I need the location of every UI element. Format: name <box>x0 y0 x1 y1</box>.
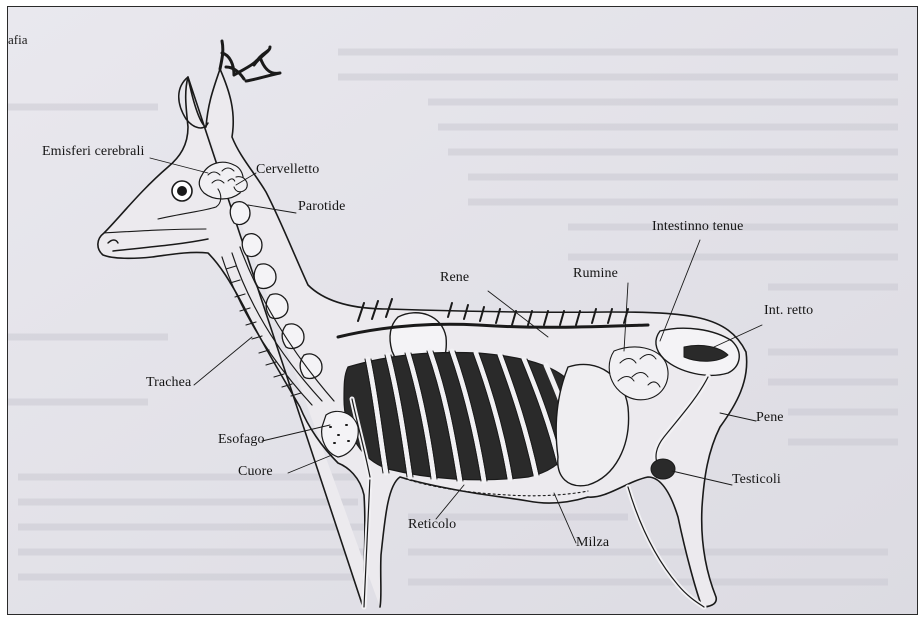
label-parotide: Parotide <box>298 200 345 214</box>
label-esofago: Esofago <box>218 433 265 447</box>
label-trachea: Trachea <box>146 376 191 390</box>
label-milza: Milza <box>576 536 609 550</box>
label-rumine: Rumine <box>573 267 618 281</box>
label-cuore: Cuore <box>238 465 273 479</box>
antler <box>220 41 280 81</box>
label-rene: Rene <box>440 271 469 285</box>
label-cervelletto: Cervelletto <box>256 163 319 177</box>
label-emisferi-cerebrali: Emisferi cerebrali <box>42 145 144 159</box>
testicle <box>651 459 675 479</box>
label-reticolo: Reticolo <box>408 518 456 532</box>
figure-frame: afia <box>7 6 918 615</box>
label-int-retto: Int. retto <box>764 304 813 318</box>
label-intestino-tenue: Intestinno tenue <box>652 220 743 234</box>
label-pene: Pene <box>756 411 784 425</box>
label-testicoli: Testicoli <box>732 473 781 487</box>
